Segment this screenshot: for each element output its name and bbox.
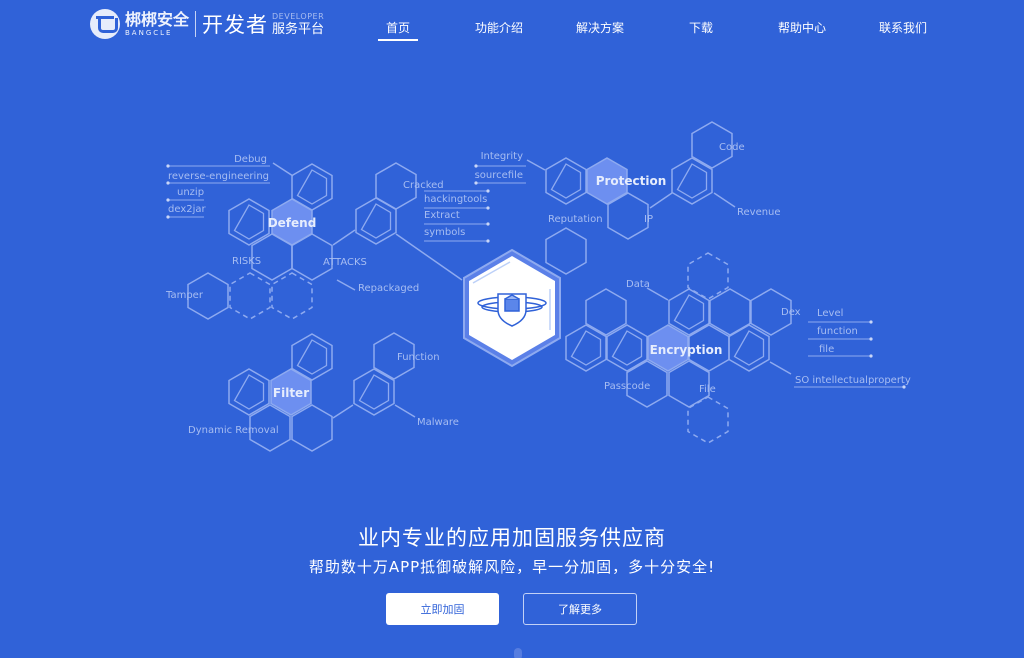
svg-text:Reputation: Reputation <box>548 214 603 225</box>
filter-cluster: Filter Function Dynamic Removal Malware <box>188 332 459 452</box>
nav-help[interactable]: 帮助中心 <box>778 21 827 35</box>
harden-now-button[interactable]: 立即加固 <box>386 593 499 625</box>
cracked-cluster: Cracked hackingtools Extract symbols <box>355 162 490 281</box>
svg-text:unzip: unzip <box>177 187 204 198</box>
logo-divider <box>195 11 197 37</box>
learn-more-button[interactable]: 了解更多 <box>523 593 637 625</box>
logo[interactable]: 梆梆安全 BANGCLE 开发者 DEVELOPER 服务平台 <box>90 8 324 40</box>
svg-text:file: file <box>819 344 834 355</box>
shield-cube-orbit-icon <box>477 293 547 327</box>
svg-text:Filter: Filter <box>273 386 309 400</box>
svg-text:RISKS: RISKS <box>232 256 261 267</box>
svg-text:Protection: Protection <box>596 174 667 188</box>
svg-text:IP: IP <box>644 214 653 225</box>
svg-text:Extract: Extract <box>424 210 460 221</box>
protection-cluster: Protection Integrity sourcefile Reputati… <box>474 121 781 275</box>
hero-subtitle: 帮助数十万APP抵御破解风险，早一分加固，多十分安全! <box>308 558 716 576</box>
nav-home[interactable]: 首页 <box>377 21 419 41</box>
svg-text:Malware: Malware <box>417 417 459 428</box>
defend-cluster: Defend Debug reverse-engineering unzip d… <box>165 154 419 320</box>
svg-text:Cracked: Cracked <box>403 180 444 191</box>
svg-text:Dex: Dex <box>781 307 801 318</box>
bangcle-logo-icon <box>90 9 120 39</box>
brand-en: BANGCLE <box>125 28 173 37</box>
nav-solutions[interactable]: 解决方案 <box>576 21 625 35</box>
svg-text:Tamper: Tamper <box>165 290 204 301</box>
svg-text:function: function <box>817 326 858 337</box>
svg-text:reverse-engineering: reverse-engineering <box>168 171 269 182</box>
svg-text:Revenue: Revenue <box>737 207 781 218</box>
hero-title: 业内专业的应用加固服务供应商 <box>358 526 666 550</box>
header: 梆梆安全 BANGCLE 开发者 DEVELOPER 服务平台 首页 功能介绍 … <box>0 0 1024 50</box>
svg-text:Level: Level <box>817 308 843 319</box>
svg-text:Dynamic Removal: Dynamic Removal <box>188 425 279 436</box>
svg-text:Code: Code <box>719 142 745 153</box>
encryption-cluster: Encryption Data Dex Level function file … <box>565 252 911 444</box>
svg-text:sourcefile: sourcefile <box>475 170 523 181</box>
svg-text:Debug: Debug <box>234 154 267 165</box>
svg-text:Defend: Defend <box>268 216 317 230</box>
svg-text:Integrity: Integrity <box>481 151 524 162</box>
nav-download[interactable]: 下载 <box>689 21 714 35</box>
svg-text:hackingtools: hackingtools <box>424 194 487 205</box>
svg-text:ATTACKS: ATTACKS <box>323 257 367 268</box>
svg-text:dex2jar: dex2jar <box>168 204 207 215</box>
svg-text:Repackaged: Repackaged <box>358 283 419 294</box>
product-service: 服务平台 <box>272 21 325 37</box>
brand-cn: 梆梆安全 <box>125 9 190 29</box>
svg-text:symbols: symbols <box>424 227 465 238</box>
svg-text:Function: Function <box>397 352 440 363</box>
svg-text:SO intellectualproperty: SO intellectualproperty <box>795 375 911 386</box>
brand-name: 梆梆安全 BANGCLE <box>125 9 190 37</box>
svg-text:Passcode: Passcode <box>604 381 650 392</box>
svg-text:File: File <box>699 384 716 395</box>
center-shield-hexagon <box>463 248 561 368</box>
product-sub: DEVELOPER 服务平台 <box>272 11 325 37</box>
product-name: 开发者 <box>202 13 269 37</box>
nav-contact[interactable]: 联系我们 <box>879 21 928 35</box>
product-en: DEVELOPER <box>272 11 325 21</box>
scroll-down-icon[interactable] <box>514 648 522 658</box>
svg-text:Encryption: Encryption <box>650 343 723 357</box>
svg-text:Data: Data <box>626 279 650 290</box>
nav-features[interactable]: 功能介绍 <box>475 21 524 35</box>
